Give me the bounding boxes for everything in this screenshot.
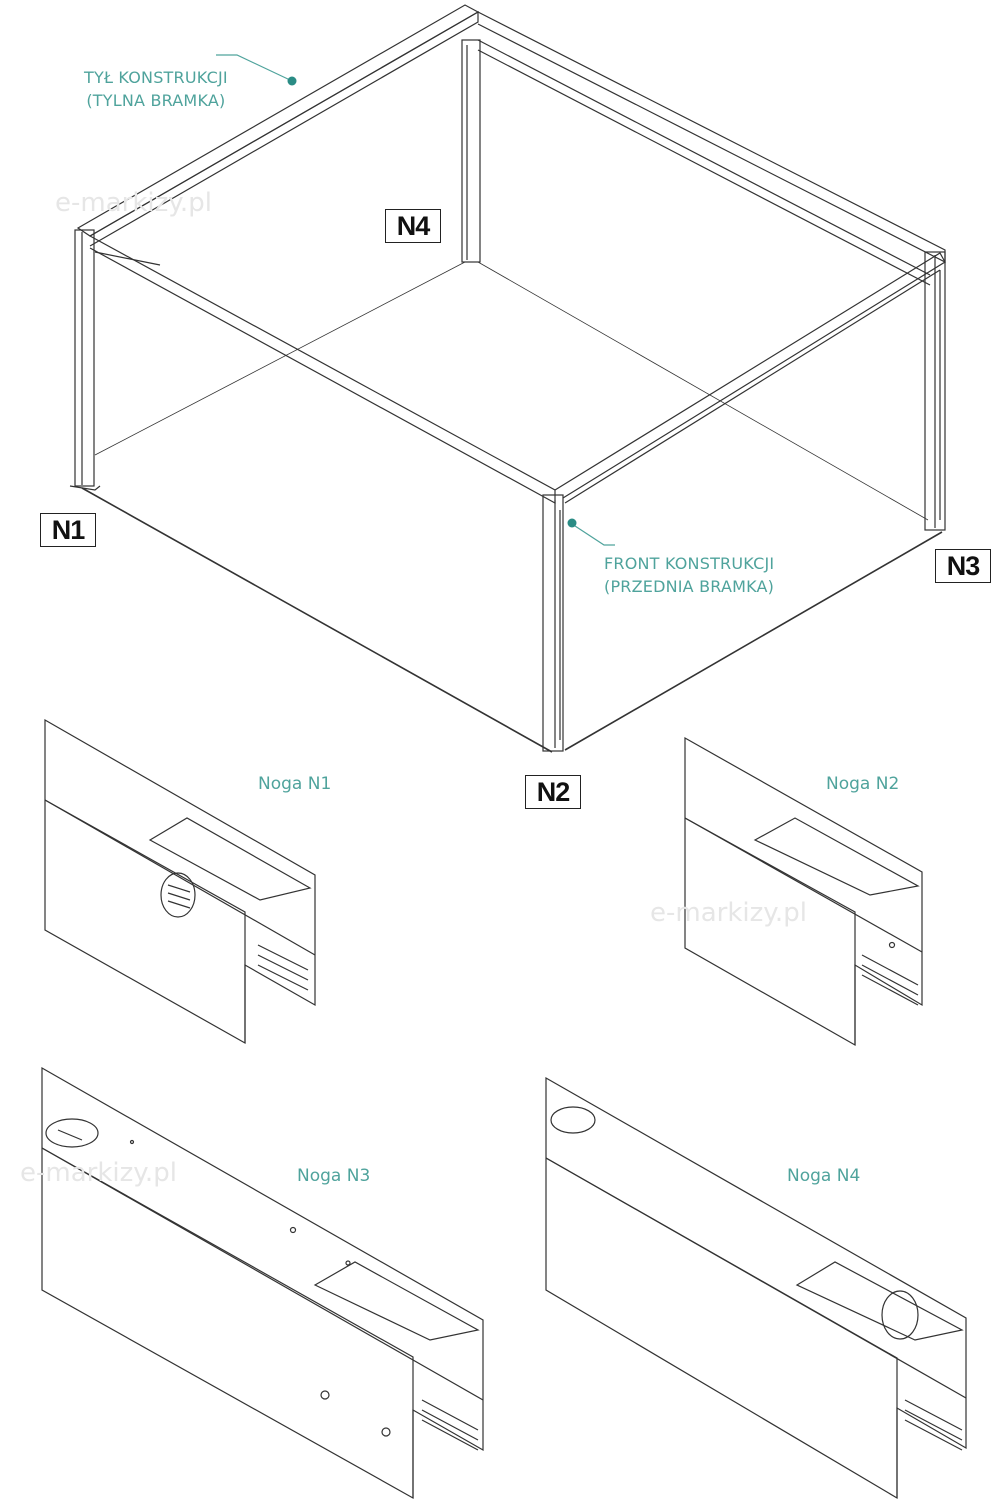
callout-front-line1: FRONT KONSTRUKCJI <box>604 554 775 573</box>
detail-leg-n1 <box>44 718 316 1045</box>
detail-title-n3: Noga N3 <box>297 1166 371 1186</box>
callout-front-line2: (PRZEDNIA BRAMKA) <box>604 577 775 596</box>
callout-back-line2: (TYLNA BRAMKA) <box>86 91 226 110</box>
leg-n3-post <box>924 251 946 531</box>
detail-leg-n3 <box>41 1066 484 1500</box>
callout-back-line1: TYŁ KONSTRUKCJI <box>84 68 228 87</box>
watermark: e-markizy.pl <box>650 898 807 928</box>
front-frame-rails <box>89 235 946 505</box>
callout-front-frame: FRONT KONSTRUKCJI (PRZEDNIA BRAMKA) <box>604 552 774 598</box>
leg-n4-post <box>461 39 481 263</box>
leg-n2-post <box>542 494 564 752</box>
leg-label-n1: N1 <box>40 513 96 547</box>
watermark: e-markizy.pl <box>20 1158 177 1188</box>
leg-label-n3: N3 <box>935 549 991 583</box>
watermark: e-markizy.pl <box>55 188 212 218</box>
floor-outline <box>81 261 943 753</box>
leg-label-n2: N2 <box>525 775 581 809</box>
leg-label-n4: N4 <box>385 209 441 243</box>
callout-leaders <box>216 54 615 546</box>
leg-n1-post <box>69 229 101 491</box>
detail-leg-n2 <box>684 736 923 1047</box>
back-frame-rails <box>76 4 946 286</box>
callout-back-frame: TYŁ KONSTRUKCJI (TYLNA BRAMKA) <box>84 66 228 112</box>
detail-title-n4: Noga N4 <box>787 1166 861 1186</box>
detail-leg-n4 <box>545 1076 967 1500</box>
detail-title-n2: Noga N2 <box>826 774 900 794</box>
detail-title-n1: Noga N1 <box>258 774 332 794</box>
